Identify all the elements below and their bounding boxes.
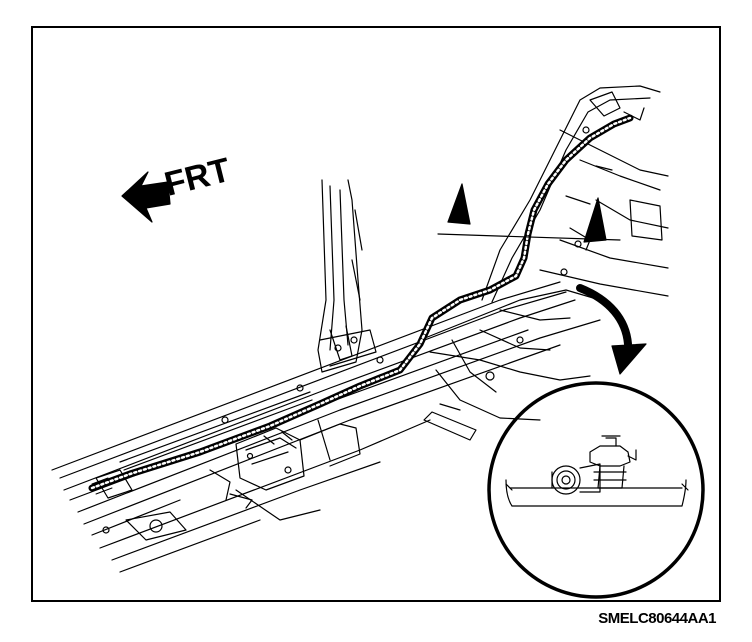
front-direction-arrow-icon [121, 171, 171, 223]
floor-crossmember [125, 419, 361, 541]
rear-floor-structure [419, 289, 601, 441]
b-pillar [317, 179, 377, 373]
detail-callout-arrow-icon [576, 284, 647, 375]
harness-clip-icon [551, 435, 637, 495]
rear-quarter-panel [481, 85, 669, 303]
front-direction-label: FRT [161, 151, 235, 204]
figure-code: SMELC80644AA1 [598, 610, 716, 627]
section-cut-marker [437, 183, 621, 243]
wiring-harness [88, 114, 634, 495]
side-sill-panel [51, 281, 601, 573]
detail-view-circle [487, 381, 705, 599]
